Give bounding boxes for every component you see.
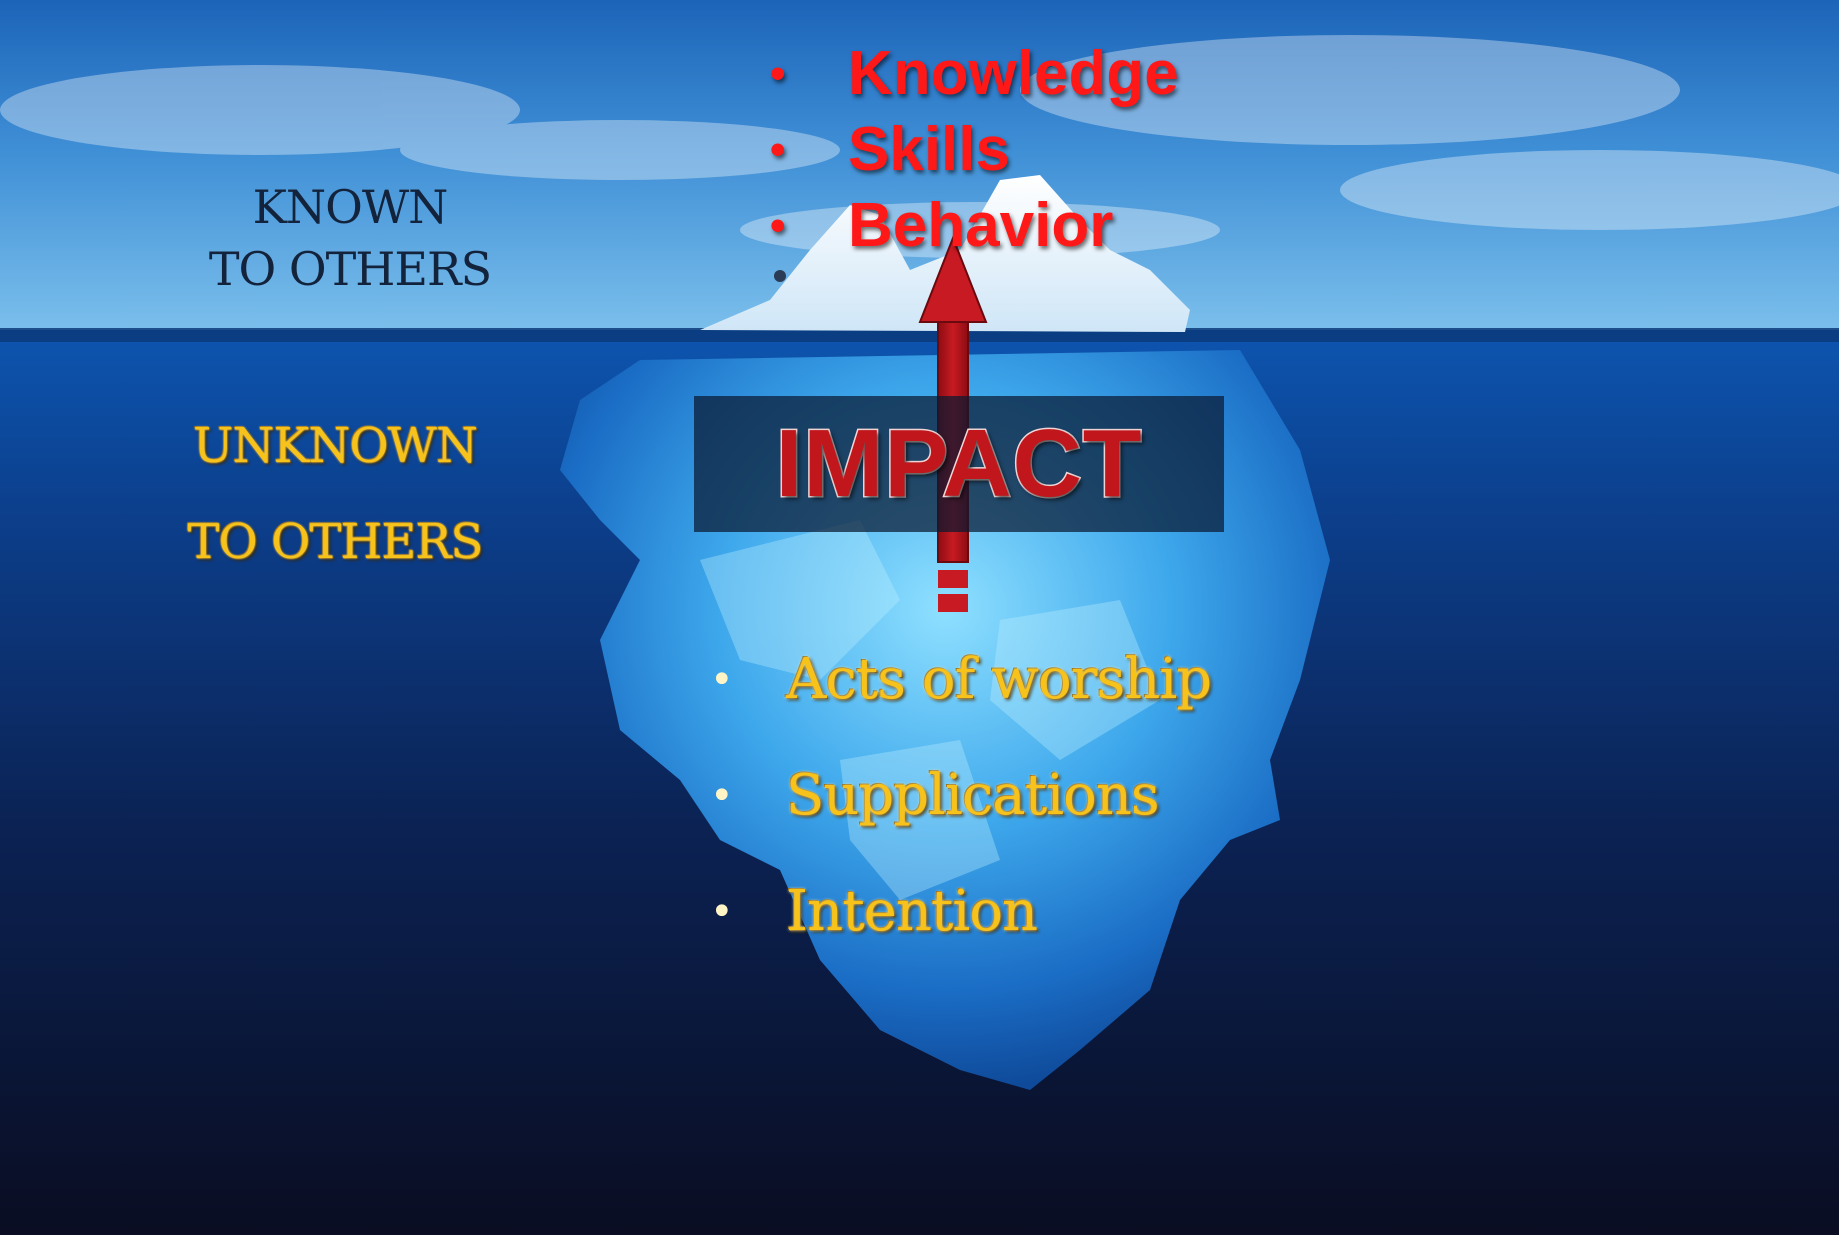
list-item: • Skills	[770, 112, 1179, 188]
list-item: • Supplications	[700, 756, 1211, 872]
iceberg-underwater	[560, 350, 1330, 1090]
iceberg-highlights	[700, 520, 1160, 900]
list-item: • Intention	[700, 872, 1211, 988]
known-line-1: KNOWN	[252, 180, 449, 234]
unknown-to-others-label: UNKNOWN TO OTHERS	[150, 398, 520, 590]
visible-traits-list: • Knowledge • Skills • Behavior	[770, 36, 1179, 264]
bullet-icon: •	[710, 773, 734, 819]
bullet-icon: •	[770, 125, 786, 174]
impact-banner	[694, 396, 1224, 532]
bullet-icon: •	[770, 201, 786, 250]
hidden-trait-worship: Acts of worship	[786, 647, 1212, 712]
iceberg-peak	[700, 175, 1190, 332]
waterline	[0, 328, 1839, 342]
hidden-trait-supplications: Supplications	[786, 763, 1160, 828]
visible-trait-skills: Skills	[848, 115, 1010, 184]
visible-trait-behavior: Behavior	[848, 191, 1114, 260]
bullet-icon: •	[770, 49, 786, 98]
unknown-line-1: UNKNOWN	[193, 418, 478, 474]
impact-label: IMPACT	[774, 409, 1143, 519]
list-item: • Knowledge	[770, 36, 1179, 112]
bullet-icon: •	[710, 657, 734, 703]
hidden-trait-intention: Intention	[786, 879, 1038, 944]
visible-trait-knowledge: Knowledge	[848, 39, 1179, 108]
list-item: • Acts of worship	[700, 640, 1212, 756]
unknown-line-2: TO OTHERS	[187, 514, 484, 570]
hidden-traits-list: • Acts of worship • Supplications • Intenti…	[700, 640, 1212, 988]
bullet-icon: •	[710, 889, 734, 935]
known-line-2: TO OTHERS	[208, 242, 492, 296]
list-item: • Behavior	[770, 188, 1179, 264]
empty-bullet-icon	[774, 270, 786, 282]
known-to-others-label: KNOWN TO OTHERS	[180, 176, 520, 300]
